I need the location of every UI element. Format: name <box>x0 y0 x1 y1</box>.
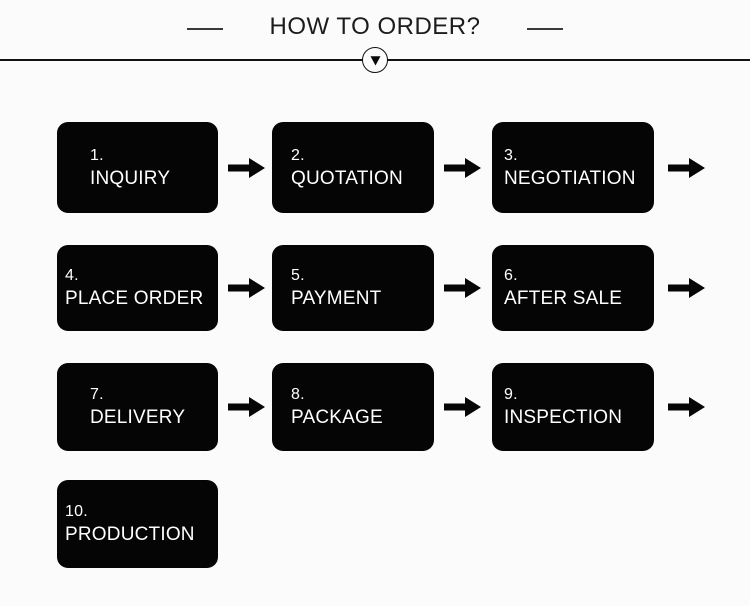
title-dash-left-icon <box>187 28 223 30</box>
page-header: HOW TO ORDER? <box>0 0 750 75</box>
step-number: 10. <box>65 503 88 520</box>
chevron-down-icon <box>369 54 382 67</box>
step-number: 1. <box>90 146 104 164</box>
step-box-4[interactable]: 4. PLACE ORDER <box>57 245 218 331</box>
step-number: 7. <box>90 386 104 403</box>
step-box-7[interactable]: 7. DELIVERY <box>57 363 218 451</box>
step-label: QUOTATION <box>291 167 403 189</box>
arrow-right-icon <box>228 277 266 299</box>
step-number: 6. <box>504 267 518 284</box>
step-box-5[interactable]: 5. PAYMENT <box>272 245 434 331</box>
flow-row: 1. INQUIRY 2. QUOTATION 3. NEGOTIATION <box>0 122 750 213</box>
arrow-right-icon <box>444 396 482 418</box>
step-label: DELIVERY <box>90 407 186 428</box>
step-label: AFTER SALE <box>504 288 623 309</box>
arrow-right-icon <box>668 277 706 299</box>
step-box-6[interactable]: 6. AFTER SALE <box>492 245 654 331</box>
arrow-right-icon <box>668 157 706 179</box>
order-flow-diagram: 1. INQUIRY 2. QUOTATION 3. NEGOTIATION <box>0 75 750 606</box>
flow-row: 4. PLACE ORDER 5. PAYMENT 6. AFTER SALE <box>0 245 750 331</box>
step-label: PAYMENT <box>291 288 382 309</box>
flow-row: 7. DELIVERY 8. PACKAGE 9. INSPECTION <box>0 363 750 451</box>
step-label: INQUIRY <box>90 167 171 189</box>
step-number: 8. <box>291 386 305 403</box>
step-label: NEGOTIATION <box>504 167 636 189</box>
step-label: INSPECTION <box>504 407 623 428</box>
step-box-3[interactable]: 3. NEGOTIATION <box>492 122 654 213</box>
arrow-right-icon <box>228 157 266 179</box>
page-title: HOW TO ORDER? <box>269 13 481 40</box>
step-box-8[interactable]: 8. PACKAGE <box>272 363 434 451</box>
arrow-right-icon <box>444 277 482 299</box>
step-number: 9. <box>504 386 518 403</box>
title-dash-right-icon <box>527 28 563 30</box>
step-box-2[interactable]: 2. QUOTATION <box>272 122 434 213</box>
arrow-right-icon <box>444 157 482 179</box>
step-number: 2. <box>291 146 305 164</box>
flow-row: 10. PRODUCTION <box>0 480 750 568</box>
step-box-10[interactable]: 10. PRODUCTION <box>57 480 218 568</box>
step-number: 3. <box>504 146 518 164</box>
step-box-9[interactable]: 9. INSPECTION <box>492 363 654 451</box>
step-label: PLACE ORDER <box>65 288 204 309</box>
step-box-1[interactable]: 1. INQUIRY <box>57 122 218 213</box>
arrow-right-icon <box>668 396 706 418</box>
step-label: PRODUCTION <box>65 524 195 545</box>
step-number: 4. <box>65 267 79 284</box>
chevron-down-badge <box>362 47 388 73</box>
step-number: 5. <box>291 267 305 284</box>
arrow-right-icon <box>228 396 266 418</box>
step-label: PACKAGE <box>291 407 383 428</box>
